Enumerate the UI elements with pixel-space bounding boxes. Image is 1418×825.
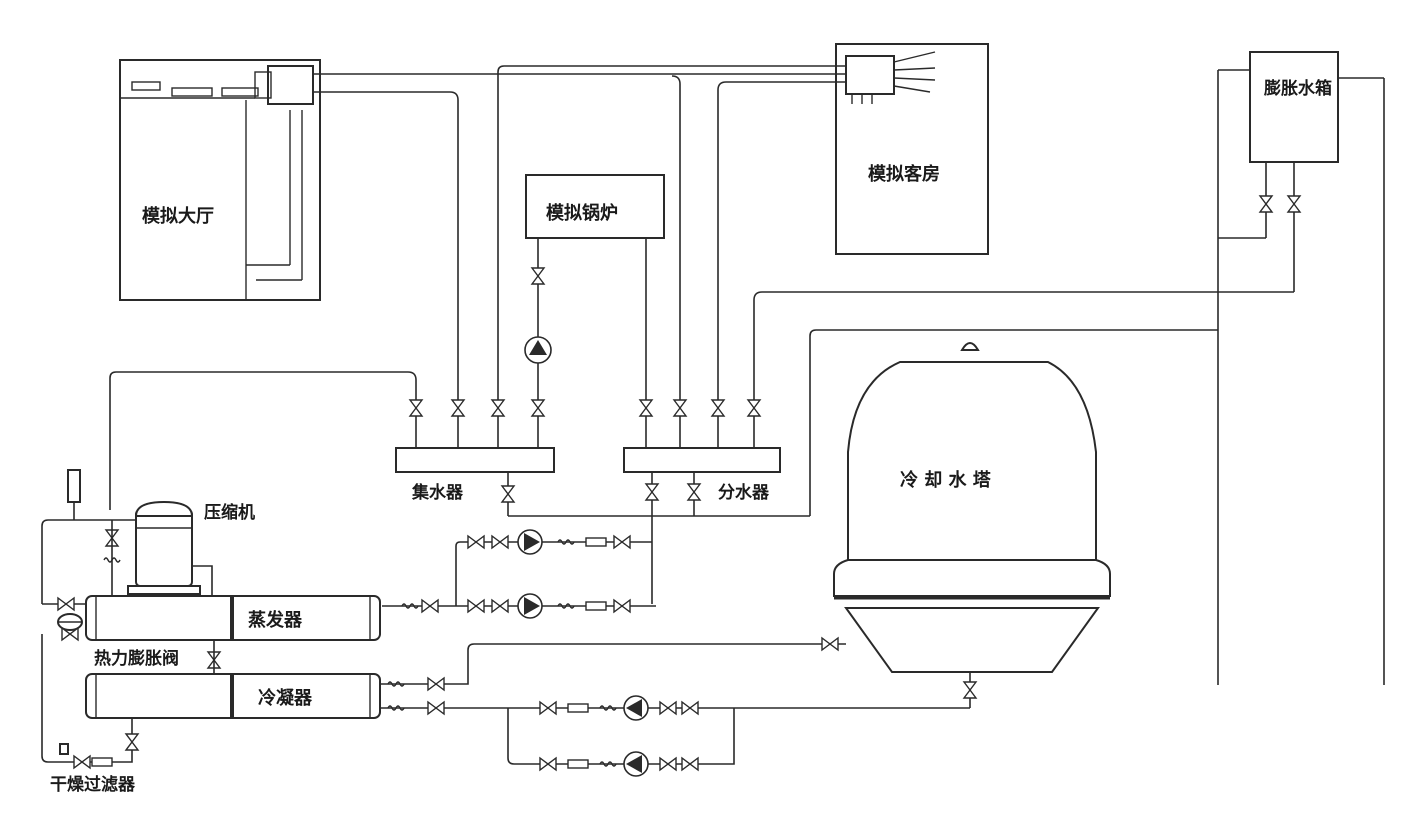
pressure-gauge xyxy=(41,469,136,604)
condenser: 冷凝器 xyxy=(85,673,381,719)
cooling-tower-label: 冷 却 水 塔 xyxy=(900,469,992,491)
compressor: 压缩机 xyxy=(127,500,255,598)
collector-label: 集水器 xyxy=(411,482,464,503)
condenser-label: 冷凝器 xyxy=(258,687,313,709)
boiler-label: 模拟锅炉 xyxy=(546,202,618,224)
lobby-label: 模拟大厅 xyxy=(142,205,214,227)
air-handler-piping xyxy=(109,65,1294,510)
boiler-unit: 模拟锅炉 xyxy=(525,174,665,239)
cooling-tower: 冷 却 水 塔 xyxy=(833,342,1111,673)
guest-room-unit: 模拟客房 xyxy=(835,43,989,255)
expansion-tank: 膨胀水箱 xyxy=(1217,51,1385,685)
filter-drier: 干燥过滤器 xyxy=(41,634,139,795)
condenser-water-piping xyxy=(380,637,977,777)
collector-header: 集水器 xyxy=(395,329,1218,517)
evaporator-label: 蒸发器 xyxy=(248,609,303,631)
distributor-label: 分水器 xyxy=(718,482,770,503)
distributor-header: 分水器 xyxy=(623,447,781,604)
evaporator: 蒸发器 xyxy=(42,520,381,641)
filter-drier-label: 干燥过滤器 xyxy=(50,774,136,795)
compressor-label: 压缩机 xyxy=(204,502,255,523)
thermal-expansion-valve: 热力膨胀阀 xyxy=(57,613,221,676)
expansion-tank-label: 膨胀水箱 xyxy=(1264,78,1332,99)
lobby-unit: 模拟大厅 xyxy=(119,59,321,301)
expansion-valve-label: 热力膨胀阀 xyxy=(94,648,179,669)
chilled-water-pumps xyxy=(382,529,656,619)
header-valves xyxy=(409,399,761,417)
guest-room-label: 模拟客房 xyxy=(868,163,940,185)
